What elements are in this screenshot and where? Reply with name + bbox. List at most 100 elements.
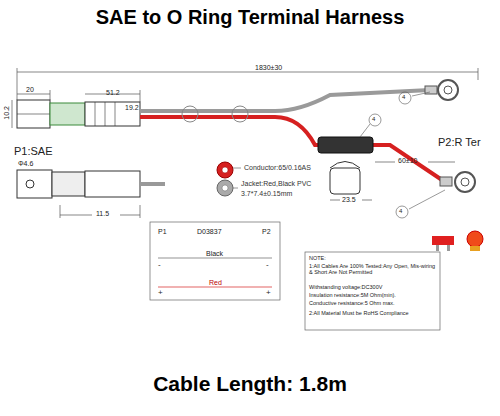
note-text: 1:All Cables Are 100% Tested:Any Open, M…	[309, 263, 437, 275]
table-cell: D03837	[197, 228, 222, 236]
drawing-stroke	[217, 162, 233, 178]
drawing-stroke	[95, 102, 96, 126]
drawing-stroke	[461, 178, 469, 186]
drawing-stroke	[52, 172, 85, 196]
callout-number: 4	[402, 94, 405, 101]
drawing-stroke	[233, 188, 238, 189]
spec-text: Jacket:Red,Black PVC	[241, 180, 311, 188]
callout-leaders	[360, 92, 445, 218]
sae-connector-top	[17, 100, 140, 128]
drawing-stroke	[50, 90, 51, 100]
drawing-stroke	[233, 168, 241, 169]
diagram-title: SAE to O Ring Terminal Harness	[0, 6, 500, 29]
drawing-stroke	[447, 245, 450, 251]
drawing-stroke	[120, 215, 140, 216]
table-cell: Black	[206, 250, 223, 258]
drawing-stroke	[470, 246, 480, 251]
table-cell: Red	[209, 279, 222, 287]
dimension: 20	[26, 86, 34, 94]
drawing-stroke	[362, 200, 372, 201]
drawing-stroke	[412, 92, 430, 96]
drawing-stroke	[438, 80, 458, 100]
drawing-stroke	[369, 114, 381, 126]
dimension: 19.2	[125, 104, 139, 112]
drawing-stroke	[396, 206, 408, 218]
table-frame	[150, 222, 280, 300]
drawing-stroke	[217, 180, 233, 196]
drawing-stroke	[140, 205, 141, 218]
note-text: NOTE:	[309, 255, 326, 261]
note-text: Conductive resistance:5 Ohm max.	[309, 300, 437, 306]
spec-text: Conductor:65/0.16AS	[244, 164, 311, 172]
drawing-stroke	[12, 100, 13, 128]
table-cell: P2	[262, 228, 271, 236]
table-cell: +	[158, 289, 163, 298]
dimension-lines	[12, 68, 478, 218]
dimension: 51.2	[106, 89, 120, 97]
drawing-stroke	[428, 162, 455, 163]
drawing-stroke	[17, 94, 50, 95]
drawing-stroke	[60, 215, 92, 216]
drawing-stroke	[232, 106, 248, 122]
note-text: Withstanding voltage:DC300V	[309, 284, 437, 290]
drawing-stroke	[150, 222, 280, 300]
drawing-stroke	[455, 172, 475, 192]
dimension: 23.5	[342, 196, 356, 204]
drawing-stroke	[85, 102, 140, 126]
dimension: 11.5	[96, 210, 109, 218]
drawing-stroke	[318, 137, 373, 153]
drawing-stroke	[140, 90, 430, 111]
drawing-stroke	[478, 68, 479, 80]
cable	[140, 90, 445, 182]
drawing-stroke	[17, 72, 478, 73]
drawing-stroke	[60, 205, 61, 218]
part-label: P1:SAE	[14, 145, 53, 157]
cable-section	[217, 162, 241, 196]
dimension: 10.2	[3, 106, 11, 120]
sae-connector-bottom	[17, 170, 165, 198]
drawing-stroke	[409, 190, 445, 209]
table-cell: -	[158, 261, 161, 270]
callout-number: 4	[399, 208, 402, 215]
note-text: Insulation resistance:5M Ohm(min).	[309, 292, 437, 298]
drawing-stroke	[444, 86, 452, 94]
drawing-stroke	[436, 245, 439, 251]
drawing-stroke	[222, 185, 228, 191]
drawing-stroke	[182, 106, 198, 122]
drawing-stroke	[222, 167, 228, 173]
table-cell: +	[266, 289, 271, 298]
drawing-stroke	[140, 117, 445, 182]
drawing-stroke	[440, 177, 452, 186]
drawing-stroke	[17, 170, 52, 198]
drawing-stroke	[140, 182, 165, 186]
dimension: 1830±30	[255, 64, 282, 72]
drawing-stroke	[432, 236, 454, 245]
callout-number: 4	[372, 116, 375, 123]
dimension: Φ4.6	[18, 160, 33, 168]
drawing-stroke	[158, 258, 272, 259]
drawing-stroke	[50, 103, 85, 125]
drawing-stroke	[399, 92, 411, 104]
dimension: 60±10	[398, 157, 417, 165]
drawing-stroke	[17, 114, 50, 115]
cable-length-caption: Cable Length: 1.8m	[0, 372, 500, 396]
spec-text: 3.7*7.4±0.15mm	[241, 190, 292, 198]
table-cell: P1	[158, 228, 167, 236]
drawing-stroke	[105, 102, 106, 126]
drawing-stroke	[467, 231, 483, 247]
fuse-holder	[318, 137, 373, 194]
drawing-stroke	[115, 102, 116, 126]
drawing-stroke	[85, 171, 140, 197]
drawing-stroke	[17, 100, 50, 128]
drawing-stroke	[158, 287, 272, 288]
table-cell: -	[266, 261, 269, 270]
drawing-stroke	[330, 168, 360, 194]
drawing-stroke	[375, 162, 395, 163]
drawing-stroke	[17, 68, 18, 100]
drawing-stroke	[330, 162, 360, 169]
note-text: 2:All Material Must be RoHS Compliance	[309, 310, 437, 316]
drawing-stroke	[26, 180, 34, 188]
note-frame	[305, 252, 440, 330]
drawing-stroke	[330, 200, 340, 201]
